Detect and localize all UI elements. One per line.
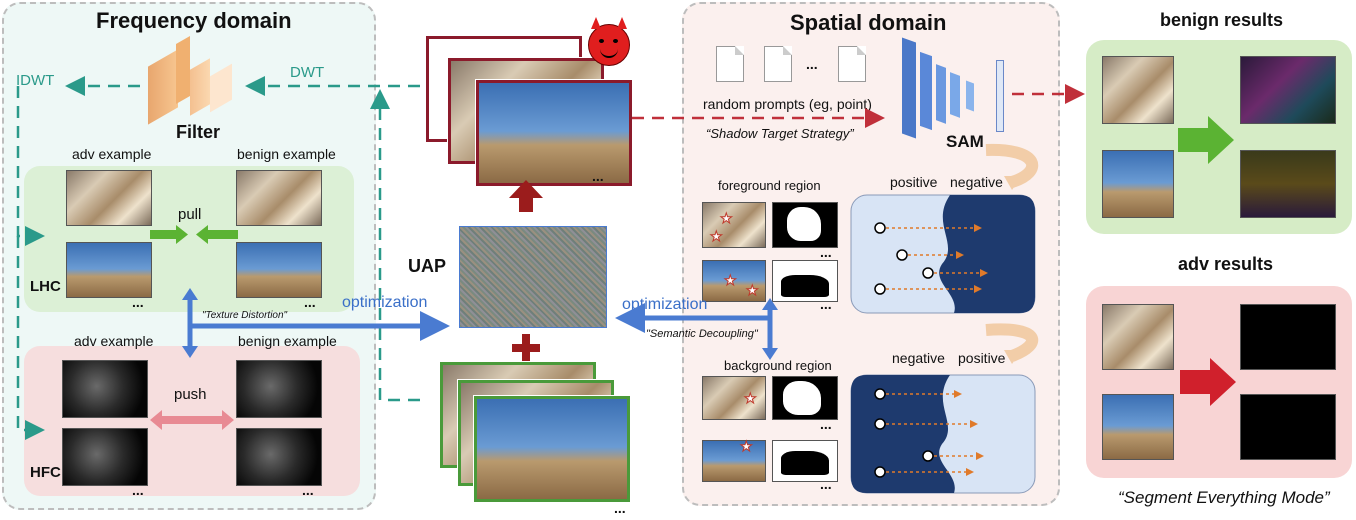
fg-cat-image — [702, 202, 766, 248]
optimization-label-right: optimization — [622, 296, 708, 313]
adv-stack-ellipsis: ... — [614, 500, 626, 516]
benign-example-label-2: benign example — [238, 333, 337, 349]
random-prompts-label: random prompts (eg, point) — [703, 96, 872, 112]
hfc-ellipsis-left: ... — [132, 482, 144, 498]
semantic-decoupling-label: "Semantic Decoupling" — [646, 328, 758, 340]
adv-result-cat-image — [1102, 304, 1174, 370]
benign-result-horse-seg — [1240, 150, 1336, 218]
lhc-ellipsis-left: ... — [132, 294, 144, 310]
negative-label-2: negative — [892, 350, 945, 366]
benign-stack-ellipsis: ... — [592, 168, 604, 184]
frequency-domain-title: Frequency domain — [96, 8, 292, 33]
push-label: push — [174, 386, 207, 403]
fg-horse-image — [702, 260, 766, 302]
adv-cat-image — [66, 170, 152, 226]
bg-horse-mask — [772, 440, 838, 482]
shadow-target-label: “Shadow Target Strategy” — [706, 126, 854, 141]
document-icon-2 — [764, 46, 792, 82]
background-region-label: background region — [724, 358, 832, 373]
adv-result-horse-seg — [1240, 394, 1336, 460]
fg-mask-ellipsis-1: ... — [820, 244, 832, 260]
benign-result-cat-seg — [1240, 56, 1336, 124]
documents-ellipsis: ... — [806, 56, 818, 72]
positive-label-1: positive — [890, 174, 938, 190]
sam-label: SAM — [946, 132, 984, 151]
uap-label: UAP — [408, 256, 447, 276]
star-icon-5: ★ — [744, 390, 758, 407]
adv-horse-image — [66, 242, 152, 298]
bg-mask-ellipsis-1: ... — [820, 416, 832, 432]
foreground-region-label: foreground region — [718, 178, 821, 193]
spatial-domain-title: Spatial domain — [790, 10, 947, 35]
uap-noise-image — [459, 226, 607, 328]
adv-hfc-horse-image — [62, 428, 148, 486]
adv-result-horse-image — [1102, 394, 1174, 460]
star-icon-2: ★ — [710, 228, 724, 245]
dwt-label: DWT — [290, 64, 325, 81]
texture-distortion-label: "Texture Distortion" — [202, 310, 288, 321]
segment-everything-label: “Segment Everything Mode” — [1118, 488, 1330, 507]
bg-horse-image — [702, 440, 766, 482]
prompt-shift-diagram-2 — [850, 374, 1036, 494]
prompt-shift-diagram-1 — [850, 194, 1036, 314]
benign-stack-front — [476, 80, 632, 186]
optimization-label-left: optimization — [342, 294, 428, 311]
positive-label-2: positive — [958, 350, 1006, 366]
document-icon-1 — [716, 46, 744, 82]
benign-hfc-horse-image — [236, 428, 322, 486]
bg-cat-image — [702, 376, 766, 420]
document-icon-3 — [838, 46, 866, 82]
fg-cat-mask — [772, 202, 838, 248]
hfc-ellipsis-right: ... — [302, 482, 314, 498]
bg-cat-mask — [772, 376, 838, 420]
benign-results-title: benign results — [1160, 10, 1284, 30]
benign-result-horse-image — [1102, 150, 1174, 218]
adv-example-label-1: adv example — [72, 146, 152, 162]
fg-mask-ellipsis-2: ... — [820, 296, 832, 312]
benign-example-label-1: benign example — [237, 146, 336, 162]
adv-results-title: adv results — [1178, 254, 1274, 274]
negative-label-1: negative — [950, 174, 1003, 190]
star-icon-1: ★ — [720, 210, 734, 227]
star-icon-6: ★ — [740, 438, 754, 455]
hfc-label: HFC — [30, 464, 61, 481]
pull-label: pull — [178, 206, 202, 223]
benign-hfc-cat-image — [236, 360, 322, 418]
star-icon-3: ★ — [724, 272, 738, 289]
benign-result-cat-image — [1102, 56, 1174, 124]
idwt-label: IDWT — [16, 72, 55, 89]
adv-hfc-cat-image — [62, 360, 148, 418]
fg-horse-mask — [772, 260, 838, 302]
benign-horse-image — [236, 242, 322, 298]
benign-cat-image — [236, 170, 322, 226]
lhc-label: LHC — [30, 278, 61, 295]
adv-stack-front — [474, 396, 630, 502]
bg-mask-ellipsis-2: ... — [820, 476, 832, 492]
lhc-ellipsis-right: ... — [304, 294, 316, 310]
adv-example-label-2: adv example — [74, 333, 154, 349]
devil-icon — [588, 17, 630, 66]
adv-result-cat-seg — [1240, 304, 1336, 370]
filter-label: Filter — [176, 122, 221, 142]
star-icon-4: ★ — [746, 282, 760, 299]
